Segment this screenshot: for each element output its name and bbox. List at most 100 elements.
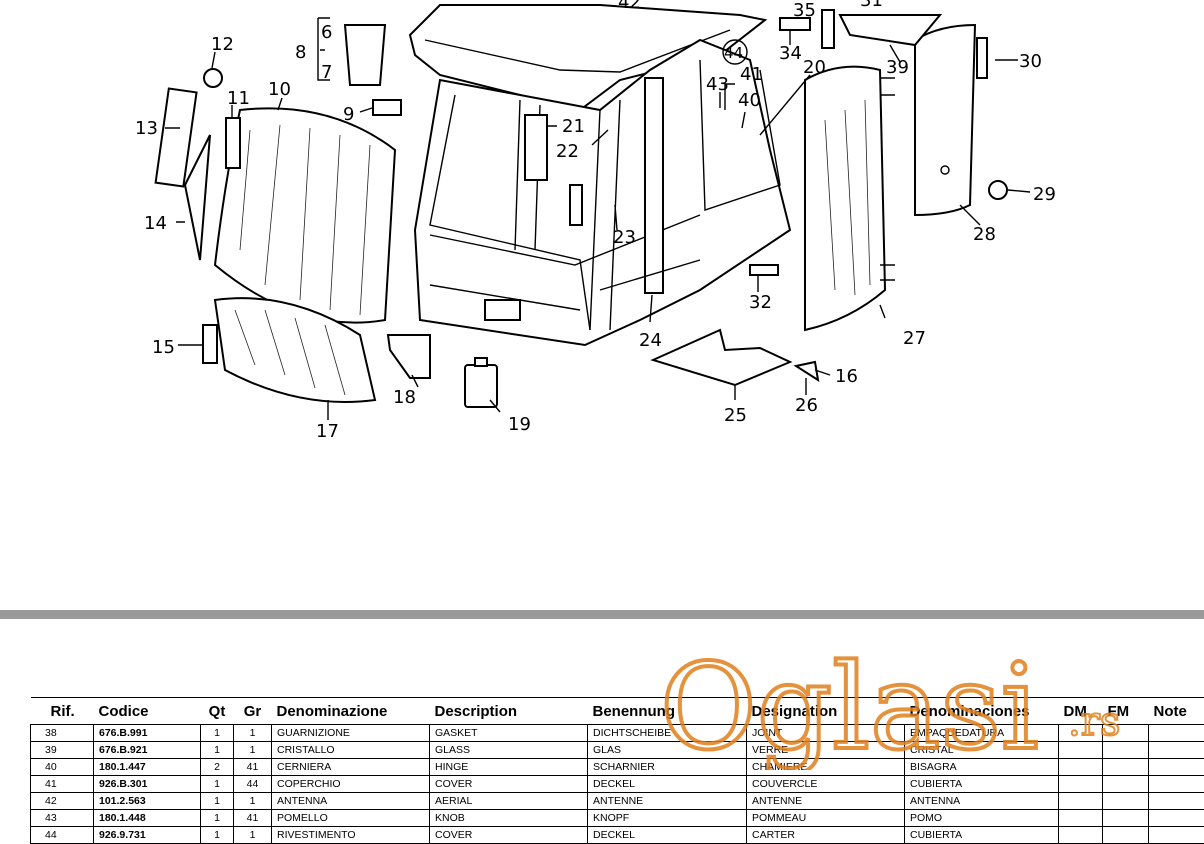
part-28-side-glass [915,25,975,215]
callout-21: 21 [562,116,585,137]
cell-qt: 1 [201,793,234,810]
callout-22: 22 [556,141,579,162]
cell-note [1149,759,1204,776]
cell-codice: 926.9.731 [94,827,201,844]
cell-codice: 926.B.301 [94,776,201,793]
part-10-front-glass [215,108,395,322]
callout-24: 24 [639,330,662,351]
cell-rif: 42 [31,793,94,810]
callout-30: 30 [1019,51,1042,72]
callout-28: 28 [973,224,996,245]
cell-rif: 43 [31,810,94,827]
cell-gr: 1 [234,793,272,810]
callout-10: 10 [268,79,291,100]
cell-fm [1103,776,1149,793]
cell-fm [1103,759,1149,776]
cell-fm [1103,810,1149,827]
cell-denominaciones: POMO [905,810,1059,827]
cell-fm [1103,742,1149,759]
part-27-door [805,67,895,330]
cell-benennung: ANTENNE [588,793,747,810]
cell-fm [1103,793,1149,810]
cell-denominaciones: CRISTAL [905,742,1059,759]
cell-note [1149,793,1204,810]
header-gr: Gr [234,698,272,725]
header-qt: Qt [201,698,234,725]
cell-designation: ANTENNE [747,793,905,810]
cell-denominazione: ANTENNA [272,793,430,810]
cell-fm [1103,725,1149,742]
cell-dm [1059,776,1103,793]
cell-gr: 41 [234,810,272,827]
cell-codice: 676.B.921 [94,742,201,759]
cell-rif: 39 [31,742,94,759]
cell-designation: JOINT [747,725,905,742]
cell-denominaciones: BISAGRA [905,759,1059,776]
callout-17: 17 [316,421,339,442]
cell-denominazione: POMELLO [272,810,430,827]
callout-41: 41 [740,64,763,85]
cell-rif: 40 [31,759,94,776]
callout-27: 27 [903,328,926,349]
cell-dm [1059,759,1103,776]
cab-exploded-diagram: 42 35 31 12 6 7 8 9 10 11 13 14 44 43 41… [0,0,1204,600]
cell-designation: VERRE [747,742,905,759]
callout-11: 11 [227,88,250,109]
cell-benennung: KNOPF [588,810,747,827]
callout-6: 6 [321,22,332,43]
cell-note [1149,827,1204,844]
cell-benennung: DECKEL [588,827,747,844]
table-row: 41 926.B.301 1 44 COPERCHIO COVER DECKEL… [31,776,1204,793]
header-dm: DM [1059,698,1103,725]
cell-rif: 44 [31,827,94,844]
cell-dm [1059,725,1103,742]
cell-note [1149,810,1204,827]
cell-qt: 1 [201,776,234,793]
table-row: 38 676.B.991 1 1 GUARNIZIONE GASKET DICH… [31,725,1204,742]
callout-15: 15 [152,337,175,358]
header-description: Description [430,698,588,725]
callout-44: 44 [724,44,743,62]
header-benennung: Benennung [588,698,747,725]
table-row: 39 676.B.921 1 1 CRISTALLO GLASS GLAS VE… [31,742,1204,759]
header-denominazione: Denominazione [272,698,430,725]
callout-8: 8 [295,42,306,63]
cell-benennung: GLAS [588,742,747,759]
callout-7: 7 [321,62,332,83]
table-header-row: Rif. Codice Qt Gr Denominazione Descript… [31,698,1204,725]
cell-dm [1059,742,1103,759]
callout-9: 9 [343,104,354,125]
callout-13: 13 [135,118,158,139]
callout-35: 35 [793,0,816,21]
callout-16: 16 [835,366,858,387]
cell-denominaciones: ANTENNA [905,793,1059,810]
header-denominaciones: Denominaciones [905,698,1059,725]
cell-codice: 676.B.991 [94,725,201,742]
cell-description: HINGE [430,759,588,776]
callout-25: 25 [724,405,747,426]
table-row: 43 180.1.448 1 41 POMELLO KNOB KNOPF POM… [31,810,1204,827]
cell-rif: 41 [31,776,94,793]
header-note: Note [1149,698,1204,725]
cell-gr: 44 [234,776,272,793]
cell-description: KNOB [430,810,588,827]
cell-codice: 180.1.448 [94,810,201,827]
callout-14: 14 [144,213,167,234]
cell-denominaciones: CUBIERTA [905,827,1059,844]
cell-qt: 1 [201,742,234,759]
cell-denominaciones: EMPAQUEDATURA [905,725,1059,742]
callout-19: 19 [508,414,531,435]
cell-fm [1103,827,1149,844]
cell-denominaciones: CUBIERTA [905,776,1059,793]
table-row: 42 101.2.563 1 1 ANTENNA AERIAL ANTENNE … [31,793,1204,810]
callout-42: 42 [618,0,641,13]
cell-designation: CHAMIERE [747,759,905,776]
cell-note [1149,742,1204,759]
cell-description: GASKET [430,725,588,742]
callout-39: 39 [886,57,909,78]
cell-benennung: SCHARNIER [588,759,747,776]
section-divider [0,610,1204,619]
callout-20: 20 [803,57,826,78]
callout-29: 29 [1033,184,1056,205]
cell-benennung: DECKEL [588,776,747,793]
